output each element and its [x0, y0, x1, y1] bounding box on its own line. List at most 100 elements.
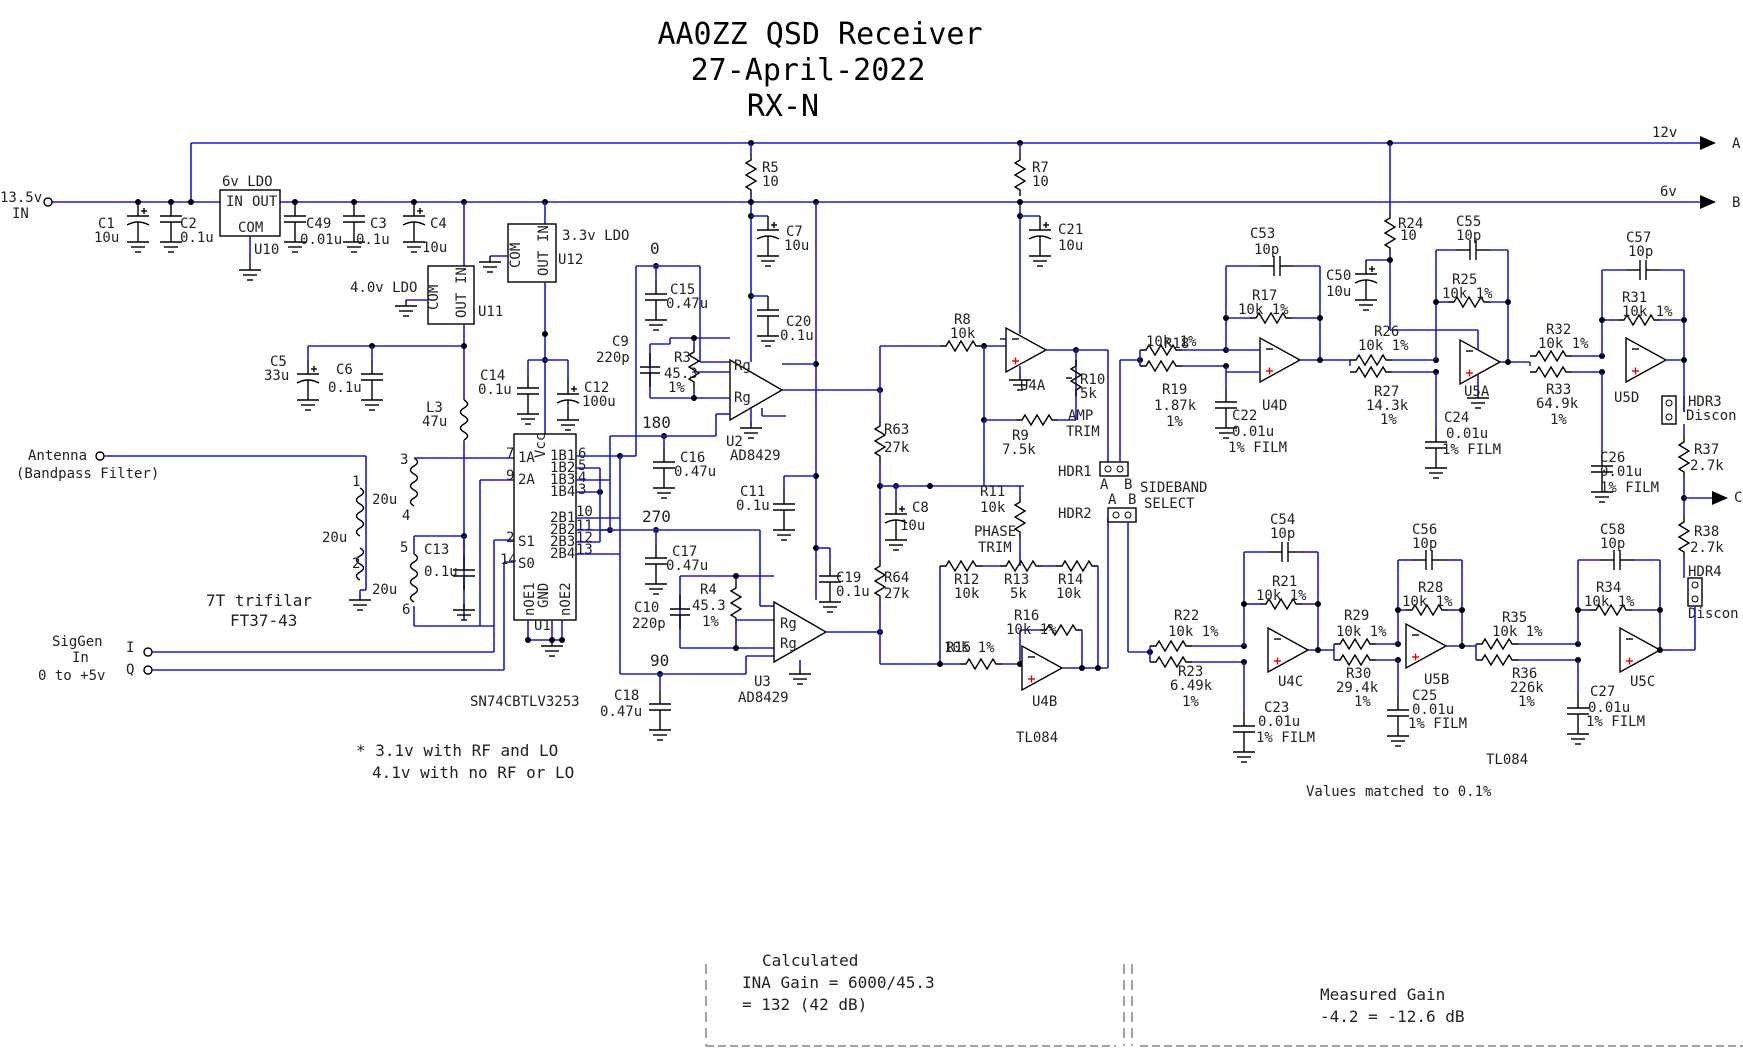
phase-90-label: 90 — [650, 651, 669, 670]
r31-ref: R31 — [1622, 290, 1647, 306]
r18-ref: R18 — [1164, 336, 1189, 352]
u2-name: U2 — [726, 434, 743, 450]
r36-ref: R36 — [1512, 666, 1537, 682]
r35-val: 10k 1% — [1492, 624, 1543, 640]
sideband-label1: SIDEBAND — [1140, 480, 1207, 496]
u1-pin4: 4 — [578, 470, 586, 486]
c26-ref-text: C26 — [1600, 450, 1625, 466]
c5-val: 33u — [264, 368, 289, 384]
c20-ref: C20 — [786, 314, 811, 330]
r24-val: 10 — [1400, 228, 1417, 244]
tl084-label-2: TL084 — [1486, 752, 1528, 768]
r16-val: 10k 1% — [1006, 622, 1057, 638]
c14-val: 0.1u — [478, 382, 512, 398]
u11-name: U11 — [478, 304, 503, 320]
u4a-name: U4A — [1020, 378, 1046, 394]
r32-ref: R32 — [1546, 322, 1571, 338]
l3-ref: L3 — [426, 400, 443, 416]
c26-tol-text: 1% FILM — [1600, 480, 1659, 496]
u2-rg1: Rg — [734, 358, 751, 374]
r12-ref: R12 — [954, 572, 979, 588]
u10-com: COM — [238, 220, 263, 236]
c22-val: 0.01u — [1232, 424, 1274, 440]
c13-val: 0.1u — [424, 564, 458, 580]
r38-val: 2.7k — [1690, 540, 1724, 556]
u2-part: AD8429 — [730, 448, 781, 464]
tx-pin4: 4 — [402, 508, 410, 524]
hdr2-header[interactable] — [1107, 507, 1137, 523]
r23-tol: 1% — [1182, 694, 1199, 710]
hdr1-a: A — [1100, 477, 1109, 493]
siggen-range-label: 0 to +5v — [38, 668, 105, 684]
tx-pin3: 3 — [400, 452, 408, 468]
u12-name: U12 — [558, 252, 583, 268]
c11-ref: C11 — [740, 484, 765, 500]
c20-val: 0.1u — [780, 328, 814, 344]
siggen-i-label: I — [126, 640, 134, 656]
antenna-label: Antenna — [28, 448, 87, 464]
c53-val: 10p — [1254, 242, 1279, 258]
c16-val: 0.47u — [674, 464, 716, 480]
r7-val: 10 — [1032, 174, 1049, 190]
u4b-name: U4B — [1032, 694, 1057, 710]
tx-winding-2: 20u — [372, 492, 397, 508]
u11-type: 4.0v LDO — [350, 280, 417, 296]
u1-2b1: 2B1 — [550, 510, 575, 526]
c54-ref: C54 — [1270, 512, 1295, 528]
r35-ref: R35 — [1502, 610, 1527, 626]
tx-winding-3: 20u — [372, 582, 397, 598]
c19-val: 0.1u — [836, 584, 870, 600]
r37-val: 2.7k — [1690, 458, 1724, 474]
tx-pin5: 5 — [400, 540, 408, 556]
phase-0-label: 0 — [650, 239, 660, 258]
power-rails — [43, 136, 1716, 209]
u1-s0: S0 — [518, 556, 535, 572]
c58-ref: C58 — [1600, 522, 1625, 538]
u1-mux — [513, 433, 577, 621]
r38-ref: R38 — [1694, 524, 1719, 540]
calc-line1: INA Gain = 6000/45.3 — [742, 973, 935, 992]
u11-regulator — [427, 265, 475, 325]
u12-in: IN — [536, 225, 552, 242]
l3-val: 47u — [422, 414, 447, 430]
u11-in: IN — [454, 267, 470, 284]
r27-tol: 1% — [1380, 412, 1397, 428]
r19-ref: R19 — [1162, 382, 1187, 398]
title-line2: 27-April-2022 — [691, 53, 926, 88]
sideband-label2: SELECT — [1144, 496, 1195, 512]
c27-tol: 1% FILM — [1586, 714, 1645, 730]
c56-val: 10p — [1412, 536, 1437, 552]
r37-ref: R37 — [1694, 442, 1719, 458]
c57-val: 10p — [1628, 244, 1653, 260]
tx-pin1: 1 — [352, 474, 360, 490]
hdr1-header[interactable] — [1099, 461, 1129, 477]
r33-ref: R33 — [1546, 382, 1571, 398]
u10-in: IN — [226, 194, 243, 210]
c57-ref: C57 — [1626, 230, 1651, 246]
u1-noe1: nOE1 — [522, 582, 538, 616]
r31-val: 10k 1% — [1622, 304, 1673, 320]
r3-val: 45.3 — [664, 366, 698, 382]
r64-val: 27k — [884, 586, 910, 602]
r9-ref: R9 — [1012, 428, 1029, 444]
r27-val: 14.3k — [1366, 398, 1409, 414]
c3-val: 0.1u — [356, 232, 390, 248]
u1-1a: 1A — [518, 450, 535, 466]
u5b-name: U5B — [1424, 672, 1449, 688]
c8-ref: C8 — [912, 500, 929, 516]
tx-label1: 7T trifilar — [206, 591, 312, 610]
r12-val: 10k — [954, 586, 980, 602]
r64-ref: R64 — [884, 570, 909, 586]
out-a-label: A — [1732, 136, 1741, 152]
u1-pin10: 10 — [576, 504, 593, 520]
u3-rg1: Rg — [780, 616, 797, 632]
u1-1b3: 1B3 — [550, 472, 575, 488]
u1-pin7: 7 — [506, 446, 514, 462]
c21-ref: C21 — [1058, 222, 1083, 238]
c49-ref: C49 — [306, 216, 331, 232]
r11-val: 10k — [980, 500, 1006, 516]
c9-ref: C9 — [612, 334, 629, 350]
gain-box-frame — [705, 964, 1743, 1047]
r25-ref: R25 — [1452, 272, 1477, 288]
r5-val: 10 — [762, 174, 779, 190]
